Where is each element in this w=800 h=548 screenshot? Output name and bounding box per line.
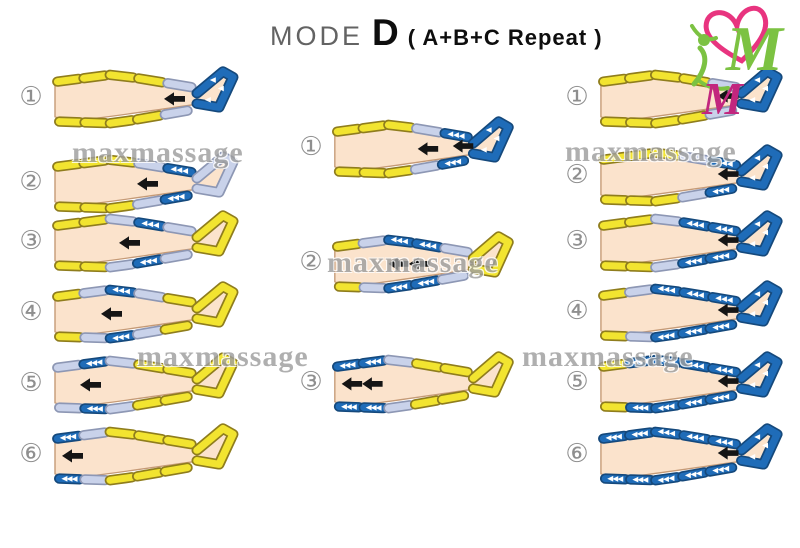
leg-illustration [598, 423, 783, 486]
logo-letter-m-green: M [725, 13, 785, 84]
step-number: ② [299, 247, 323, 277]
leg-illustration [332, 231, 514, 294]
massage-step-right-3: ③ [562, 208, 792, 274]
leg-illustration [332, 351, 514, 414]
leg-illustration [52, 210, 239, 273]
massage-step-right-5: ⑤ [562, 349, 792, 415]
massage-step-left-3: ③ [16, 208, 248, 274]
logo-letter-m-magenta: M [701, 73, 745, 122]
step-number: ④ [565, 296, 589, 326]
leg-illustration [598, 280, 783, 343]
step-number: ② [565, 160, 589, 190]
brand-logo: M M [690, 5, 785, 122]
step-number: ① [19, 82, 43, 112]
massage-step-right-4: ④ [562, 278, 792, 344]
massage-step-right-2: ② [562, 142, 792, 208]
watermark-text: maxmassage [522, 340, 694, 373]
step-number: ⑤ [19, 368, 43, 398]
mode-letter: D [372, 12, 399, 53]
massage-step-left-2: ② [16, 149, 248, 215]
page-title: MODE D ( A+B+C Repeat ) [270, 12, 603, 54]
leg-illustration [52, 281, 239, 344]
massage-step-middle-2: ② [296, 229, 523, 295]
watermark-text: maxmassage [565, 135, 737, 168]
leg-illustration [598, 351, 783, 414]
dancer-icon [690, 24, 730, 91]
massage-step-left-1: ① [16, 64, 248, 130]
step-number: ⑥ [19, 439, 43, 469]
leg-illustration [52, 66, 239, 129]
massage-step-right-6: ⑥ [562, 421, 792, 487]
step-number: ④ [19, 297, 43, 327]
massage-step-middle-3: ③ [296, 349, 523, 415]
heart-icon [703, 5, 769, 64]
leg-illustration [598, 144, 783, 207]
leg-illustration [52, 423, 239, 486]
massage-step-middle-1: ① [296, 114, 523, 180]
leg-illustration [598, 210, 783, 273]
step-number: ① [299, 132, 323, 162]
massage-step-left-5: ⑤ [16, 350, 248, 416]
step-number: ① [565, 82, 589, 112]
step-number: ⑤ [565, 367, 589, 397]
leg-illustration [332, 116, 514, 179]
watermark-text: maxmassage [137, 340, 309, 373]
step-number: ③ [299, 367, 323, 397]
massage-step-left-4: ④ [16, 279, 248, 345]
massage-step-left-6: ⑥ [16, 421, 248, 487]
watermark-text: maxmassage [327, 246, 499, 279]
step-number: ③ [19, 226, 43, 256]
mode-label: MODE [270, 21, 363, 51]
step-number: ② [19, 167, 43, 197]
watermark-text: maxmassage [72, 136, 244, 169]
mode-suffix: ( A+B+C Repeat ) [407, 25, 603, 50]
leg-illustration [52, 352, 239, 415]
step-number: ⑥ [565, 439, 589, 469]
step-number: ③ [565, 226, 589, 256]
leg-illustration [52, 151, 239, 214]
